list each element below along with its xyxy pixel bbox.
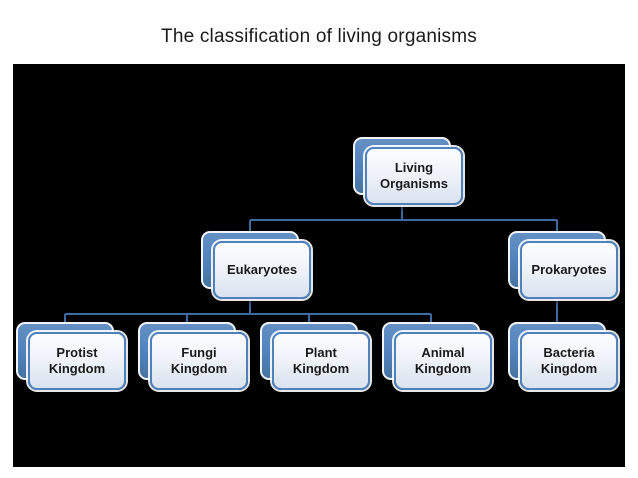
node-label: Bacteria Kingdom [520, 332, 618, 390]
node-eukaryotes: Eukaryotes [201, 231, 311, 299]
node-label: Living Organisms [365, 147, 463, 205]
node-label: Prokaryotes [520, 241, 618, 299]
node-prokaryotes: Prokaryotes [508, 231, 618, 299]
node-label: Animal Kingdom [394, 332, 492, 390]
node-label: Eukaryotes [213, 241, 311, 299]
node-plant-kingdom: Plant Kingdom [260, 322, 370, 390]
node-label: Plant Kingdom [272, 332, 370, 390]
node-fungi-kingdom: Fungi Kingdom [138, 322, 248, 390]
node-bacteria-kingdom: Bacteria Kingdom [508, 322, 618, 390]
node-label: Fungi Kingdom [150, 332, 248, 390]
node-animal-kingdom: Animal Kingdom [382, 322, 492, 390]
connector-lines [64, 201, 558, 328]
node-label: Protist Kingdom [28, 332, 126, 390]
node-living-organisms: Living Organisms [353, 137, 463, 205]
node-protist-kingdom: Protist Kingdom [16, 322, 126, 390]
page-title: The classification of living organisms [161, 26, 477, 47]
